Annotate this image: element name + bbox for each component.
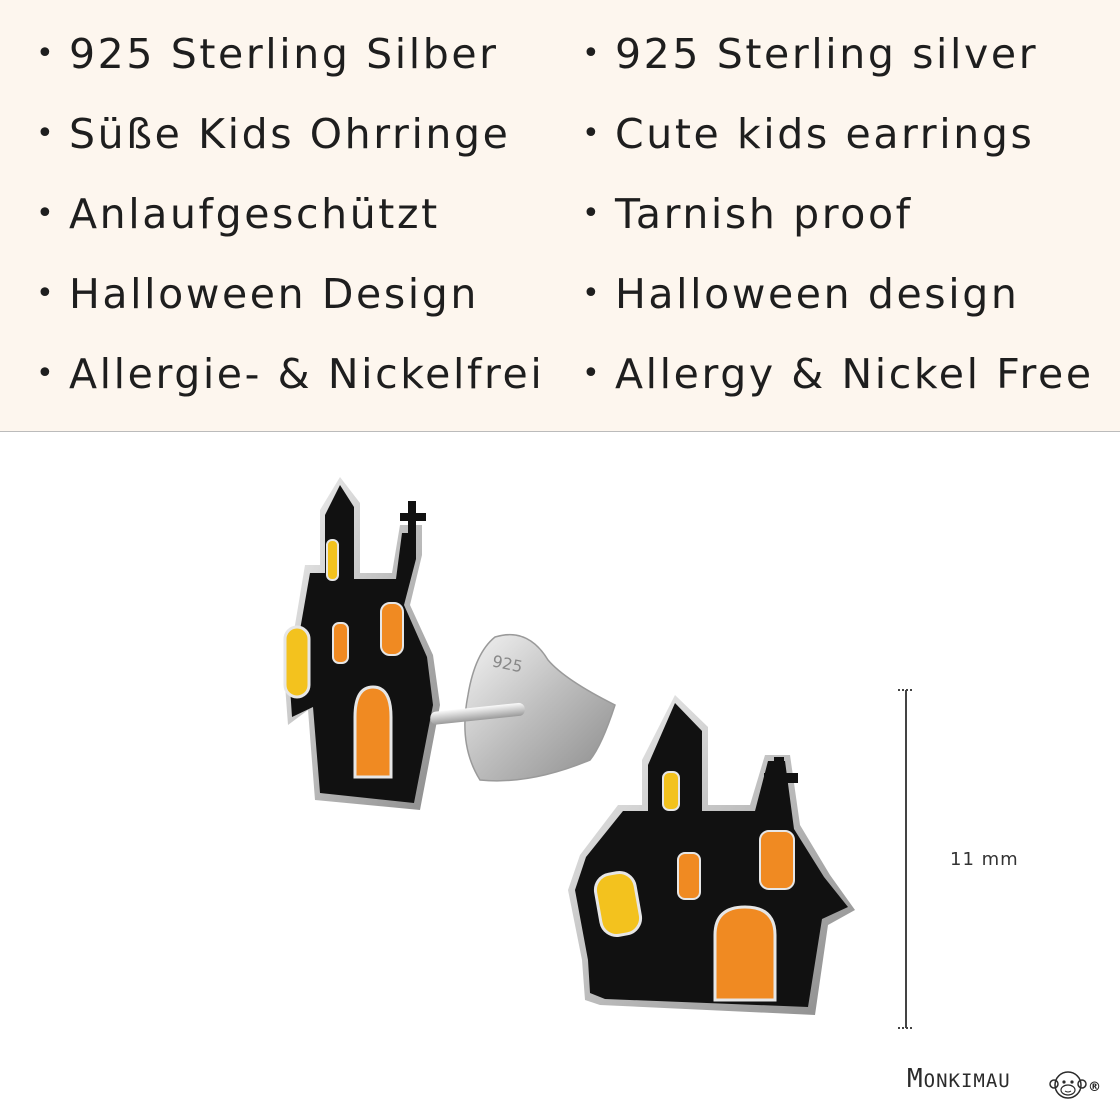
feature-text: Halloween design — [615, 270, 1020, 318]
bullet-icon: • — [582, 276, 603, 311]
feature-item: • Tarnish proof — [582, 174, 1094, 254]
house-enamel — [290, 485, 433, 803]
bullet-icon: • — [36, 36, 57, 71]
features-german: • 925 Sterling Silber • Süße Kids Ohrringe… — [36, 14, 544, 414]
registered-mark: ® — [1088, 1080, 1101, 1095]
brand-initial: M — [907, 1064, 924, 1094]
feature-text: Halloween Design — [69, 270, 479, 318]
butterfly-back — [464, 633, 616, 782]
earring-post-and-back: 925 — [430, 633, 616, 782]
bullet-icon: • — [582, 196, 603, 231]
monkey-face-icon — [1049, 1071, 1087, 1099]
feature-item: • 925 Sterling Silber — [36, 14, 544, 94]
earring-front — [568, 695, 855, 1015]
bullet-icon: • — [582, 356, 603, 391]
features-panel: • 925 Sterling Silber • Süße Kids Ohrringe… — [0, 0, 1120, 432]
window-orange — [380, 602, 404, 656]
section-divider — [0, 431, 1120, 432]
feature-text: Allergy & Nickel Free — [615, 350, 1094, 398]
feature-item: • 925 Sterling silver — [582, 14, 1094, 94]
bullet-icon: • — [36, 356, 57, 391]
window-orange — [677, 852, 701, 900]
bullet-icon: • — [36, 196, 57, 231]
feature-item: • Allergy & Nickel Free — [582, 334, 1094, 414]
brand-logo-text: MONKIMAU — [907, 1064, 1011, 1094]
feature-item: • Cute kids earrings — [582, 94, 1094, 174]
cross-icon — [764, 757, 798, 805]
feature-item: • Halloween design — [582, 254, 1094, 334]
door-orange — [353, 685, 393, 779]
haunted-house-earrings-image: 925 — [283, 477, 855, 1015]
size-label: 11 mm — [950, 849, 1019, 870]
size-scale-bar — [898, 689, 914, 1029]
window-yellow — [283, 625, 311, 699]
house-enamel — [575, 703, 848, 1007]
feature-item: • Halloween Design — [36, 254, 544, 334]
feature-text: Cute kids earrings — [615, 110, 1035, 158]
feature-item: • Allergie- & Nickelfrei — [36, 334, 544, 414]
earring-back — [283, 477, 440, 810]
window-yellow — [326, 539, 339, 581]
feature-item: • Anlaufgeschützt — [36, 174, 544, 254]
cross-icon — [400, 501, 426, 537]
door-orange — [713, 905, 777, 1002]
bullet-icon: • — [582, 116, 603, 151]
window-yellow — [662, 771, 680, 811]
feature-text: Tarnish proof — [615, 190, 913, 238]
features-english: • 925 Sterling silver • Cute kids earrings… — [582, 14, 1094, 414]
feature-text: Allergie- & Nickelfrei — [69, 350, 545, 398]
bullet-icon: • — [36, 276, 57, 311]
feature-text: 925 Sterling silver — [615, 30, 1039, 78]
feature-text: Süße Kids Ohrringe — [69, 110, 511, 158]
bullet-icon: • — [36, 116, 57, 151]
window-orange — [759, 830, 795, 890]
brand-rest: ONKIMAU — [923, 1070, 1011, 1092]
feature-item: • Süße Kids Ohrringe — [36, 94, 544, 174]
bullet-icon: • — [582, 36, 603, 71]
feature-text: 925 Sterling Silber — [69, 30, 499, 78]
window-orange — [332, 622, 349, 664]
earring-post — [430, 702, 525, 725]
feature-text: Anlaufgeschützt — [69, 190, 440, 238]
window-yellow — [593, 871, 643, 937]
